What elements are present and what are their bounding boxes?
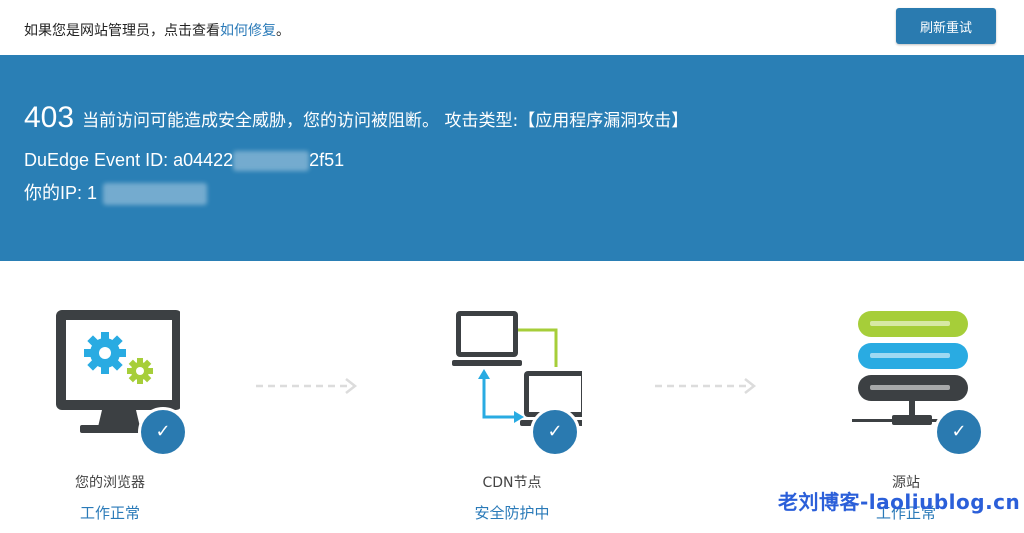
step-browser: ✓ 您的浏览器 工作正常 xyxy=(30,305,190,522)
browser-monitor-icon: ✓ xyxy=(40,305,188,457)
event-id-tail: 2f51 xyxy=(309,150,345,170)
how-to-fix-link[interactable]: 如何修复 xyxy=(220,23,276,39)
step-status: 工作正常 xyxy=(875,504,936,522)
step-label: CDN节点 xyxy=(482,475,542,491)
step-origin: ✓ 源站 工作正常 xyxy=(826,305,986,522)
step-label: 您的浏览器 xyxy=(75,475,145,491)
check-icon: ✓ xyxy=(934,407,984,457)
error-message: 当前访问可能造成安全威胁，您的访问被阻断。 攻击类型:【应用程序漏洞攻击】 xyxy=(82,110,689,131)
check-icon: ✓ xyxy=(138,407,188,457)
step-cdn: ✓ CDN节点 安全防护中 xyxy=(432,305,592,522)
redacted-ip xyxy=(103,183,208,206)
notice-suffix: 。 xyxy=(276,23,290,39)
event-id-line: DuEdge Event ID: a04422 2f51 xyxy=(24,150,345,172)
step-status: 工作正常 xyxy=(79,504,140,522)
cdn-network-icon: ✓ xyxy=(442,305,590,457)
dashed-arrow-icon xyxy=(256,378,358,394)
error-banner: 403 当前访问可能造成安全威胁，您的访问被阻断。 攻击类型:【应用程序漏洞攻击】… xyxy=(0,55,1024,261)
ip-line: 你的IP: 1 xyxy=(24,179,208,206)
dashed-arrow-icon xyxy=(655,378,757,394)
notice-text: 如果您是网站管理员，点击查看 xyxy=(24,23,220,39)
step-status: 安全防护中 xyxy=(474,504,550,522)
refresh-retry-button[interactable]: 刷新重试 xyxy=(896,8,996,44)
step-label: 源站 xyxy=(892,475,920,491)
event-id-label: DuEdge Event ID: a04422 xyxy=(24,150,234,170)
admin-notice-bar: 如果您是网站管理员，点击查看如何修复。 刷新重试 xyxy=(0,0,1024,56)
ip-label: 你的IP: 1 xyxy=(24,183,98,203)
admin-notice-text: 如果您是网站管理员，点击查看如何修复。 xyxy=(24,20,290,40)
server-icon: ✓ xyxy=(836,305,984,457)
redacted-event-id xyxy=(233,151,310,172)
blog-watermark: 老刘博客-laoliublog.cn xyxy=(778,490,1021,514)
error-code: 403 xyxy=(24,101,75,134)
check-icon: ✓ xyxy=(530,407,580,457)
error-headline: 403 当前访问可能造成安全威胁，您的访问被阻断。 攻击类型:【应用程序漏洞攻击】 xyxy=(24,101,688,135)
